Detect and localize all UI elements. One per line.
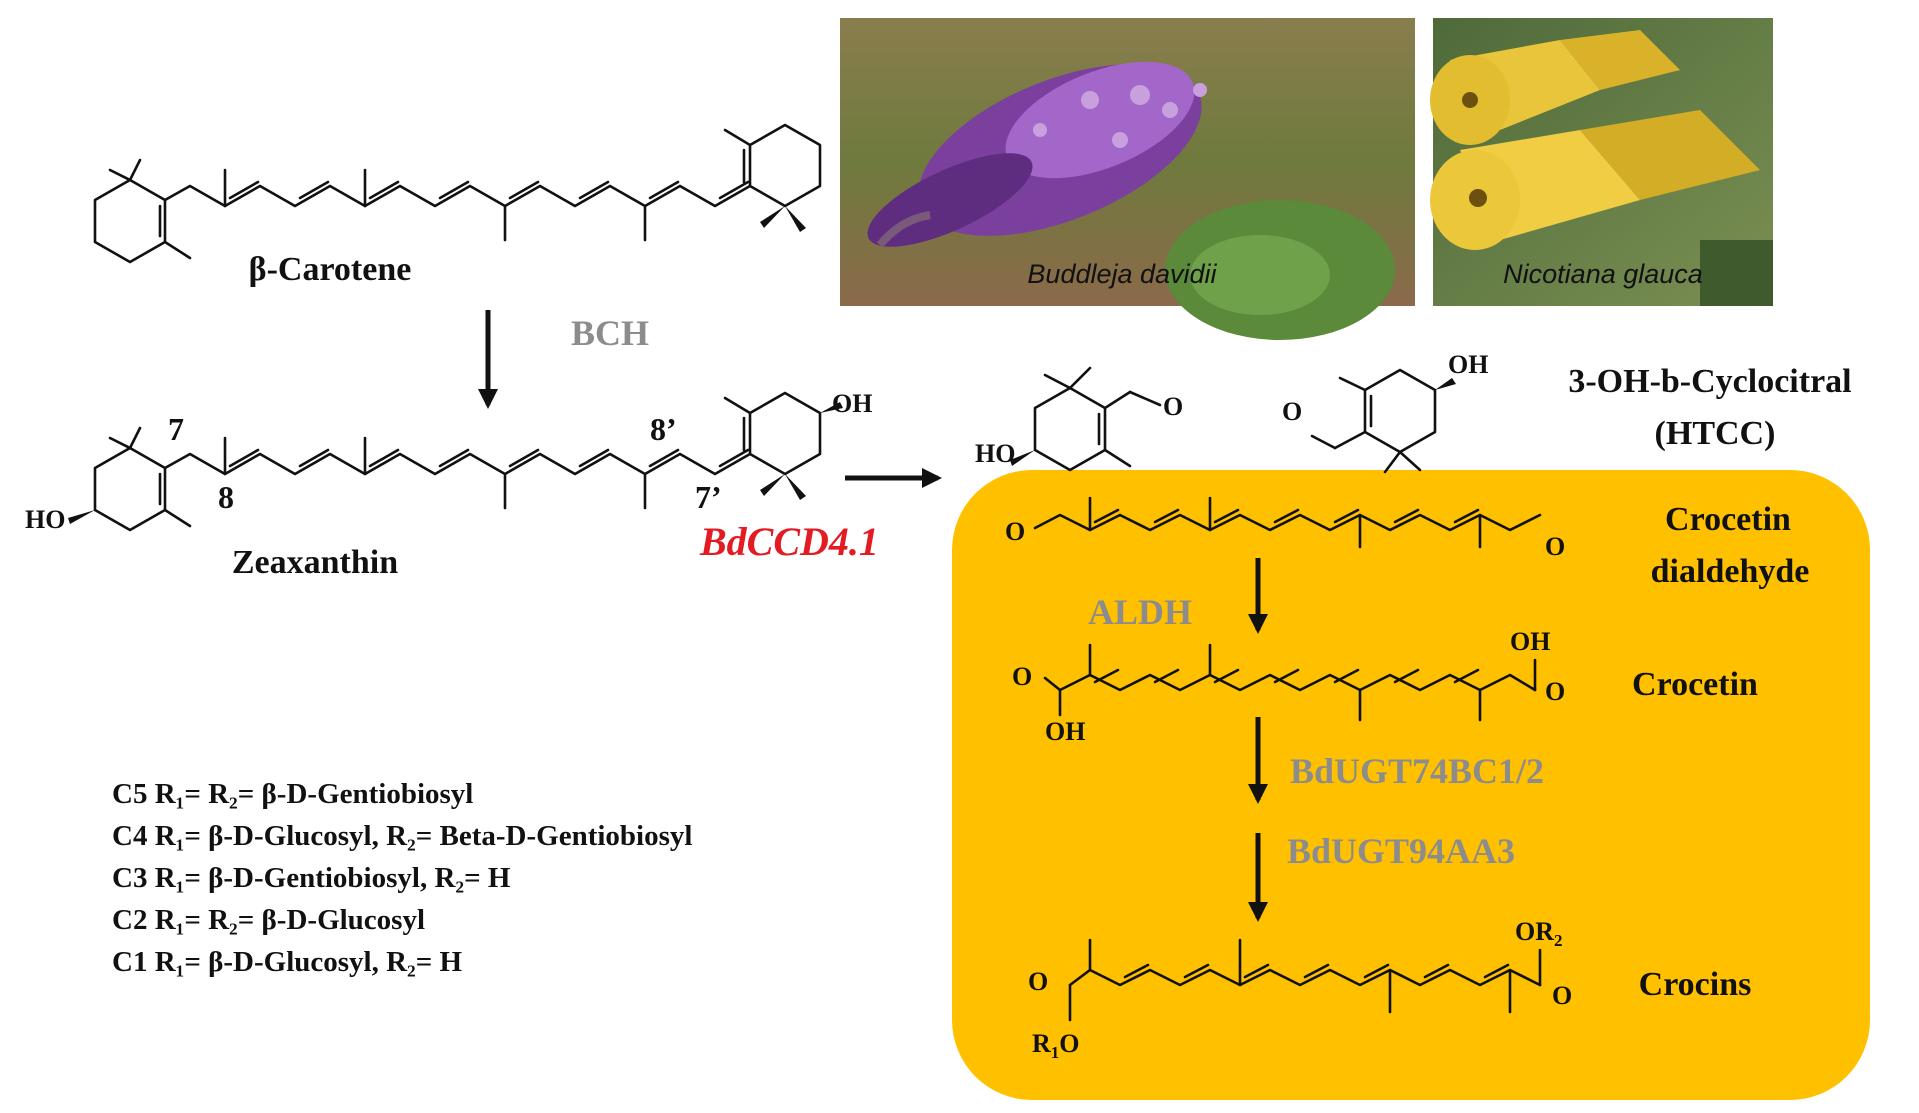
bdugt94-enzyme-label: BdUGT94AA3 [1287, 831, 1515, 871]
crocetin-dialdehyde-label-line1: Crocetin [1665, 501, 1791, 538]
htcc1-o-atom: O [1163, 392, 1183, 421]
crocetin-oh-right: OH [1510, 627, 1550, 656]
htcc-structure-2 [1310, 368, 1456, 474]
bdugt74-enzyme-label: BdUGT74BC1/2 [1290, 751, 1544, 791]
carbon-7prime-label: 7’ [695, 479, 722, 515]
nicotiana-caption: Nicotiana glauca [1503, 259, 1703, 289]
beta-carotene-label: β-Carotene [249, 251, 412, 288]
variant-c1: C1 R₁= β-D-Glucosyl, R₂= H [112, 946, 463, 978]
crocins-structure [1068, 938, 1542, 1022]
variant-c3: C3 R₁= β-D-Gentiobiosyl, R₂= H [112, 862, 511, 894]
variant-c4: C4 R₁= β-D-Glucosyl, R₂= Beta-D-Gentiobi… [112, 820, 692, 852]
crocetin-o-left: O [1012, 662, 1032, 691]
beta-carotene-structure [93, 123, 822, 264]
nicotiana-photo: Nicotiana glauca [1430, 18, 1773, 306]
htcc2-oh-atom: OH [1448, 350, 1488, 379]
crocetin-label: Crocetin [1632, 666, 1758, 703]
zeaxanthin-oh-atom: OH [832, 389, 872, 418]
zeaxanthin-label: Zeaxanthin [232, 544, 398, 581]
crocins-o-left: O [1028, 967, 1048, 996]
buddleja-photo: Buddleja davidii [840, 18, 1415, 340]
crocins-o-right: O [1552, 981, 1572, 1010]
htcc1-ho-atom: HO [975, 439, 1015, 468]
variant-c5: C5 R₁= R₂= β-D-Gentiobiosyl [112, 778, 473, 810]
crocin-variants-list: C5 R₁= R₂= β-D-Gentiobiosyl C4 R₁= β-D-G… [112, 778, 692, 978]
bdccd41-enzyme-label: BdCCD4.1 [699, 519, 879, 564]
zeaxanthin-structure [68, 391, 843, 532]
crocetin-dialdehyde-structure [1033, 496, 1542, 549]
carbon-8prime-label: 8’ [650, 411, 677, 447]
htcc-structure-1 [1010, 366, 1162, 472]
htcc-label-line2: (HTCC) [1655, 415, 1776, 452]
buddleja-caption: Buddleja davidii [1027, 259, 1217, 289]
carbon-7-label: 7 [168, 411, 184, 447]
crocin-pathway-panel [952, 470, 1870, 1100]
crocetin-oh-left: OH [1045, 717, 1085, 746]
variant-c2: C2 R₁= R₂= β-D-Glucosyl [112, 904, 425, 936]
crocetin-o-right: O [1545, 677, 1565, 706]
htcc-label-line1: 3-OH-b-Cyclocitral [1568, 363, 1851, 400]
bch-enzyme-label: BCH [571, 313, 649, 353]
crocetin-dialdehyde-label-line2: dialdehyde [1651, 553, 1810, 590]
crocins-label: Crocins [1639, 966, 1752, 1003]
crocetin-structure [1043, 643, 1537, 722]
carbon-8-label: 8 [218, 479, 234, 515]
dialdehyde-o-right: O [1545, 532, 1565, 561]
htcc2-o-atom: O [1282, 397, 1302, 426]
zeaxanthin-ho-atom: HO [25, 505, 65, 534]
aldh-enzyme-label: ALDH [1088, 592, 1192, 632]
dialdehyde-o-left: O [1005, 517, 1025, 546]
